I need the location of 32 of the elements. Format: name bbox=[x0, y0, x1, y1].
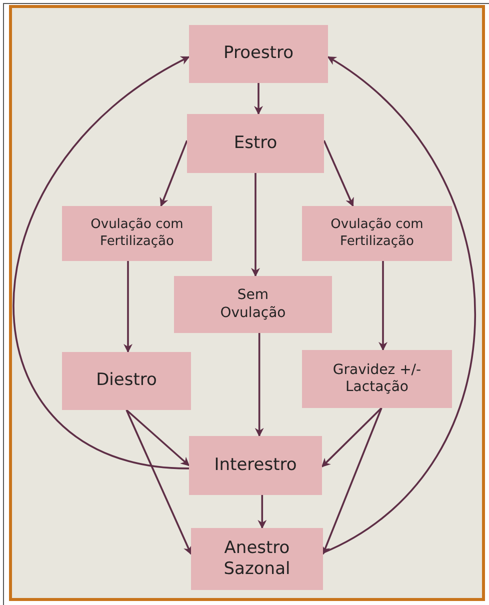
stage-box bbox=[62, 352, 191, 410]
stage-label: Gravidez +/- Lactação bbox=[332, 362, 422, 396]
stage-label: Anestro Sazonal bbox=[222, 538, 292, 580]
stage-label: Estro bbox=[234, 132, 278, 154]
arrow bbox=[126, 410, 192, 555]
stage-box bbox=[191, 528, 323, 590]
stage-box bbox=[189, 436, 322, 495]
stage-label: Diestro bbox=[96, 370, 157, 392]
arrow bbox=[322, 408, 382, 555]
arrow bbox=[254, 83, 263, 115]
arrow bbox=[321, 407, 382, 468]
stage-box bbox=[187, 114, 324, 173]
arrow bbox=[378, 261, 388, 351]
arrow bbox=[258, 495, 267, 529]
stage-box bbox=[62, 206, 212, 261]
arrow bbox=[254, 333, 264, 437]
stage-label: Sem Ovulação bbox=[219, 287, 287, 322]
stage-box bbox=[189, 25, 328, 83]
arrow bbox=[322, 56, 476, 554]
stage-box bbox=[302, 206, 452, 261]
stage-label: Ovulação com Fertilização bbox=[90, 217, 184, 250]
stage-label: Interestro bbox=[214, 454, 297, 476]
stage-box bbox=[302, 350, 452, 408]
arrow bbox=[12, 56, 190, 470]
stage-label: Ovulação com Fertilização bbox=[330, 217, 424, 250]
arrow bbox=[124, 261, 132, 353]
arrow bbox=[160, 140, 188, 207]
arrow bbox=[323, 140, 354, 207]
arrow bbox=[251, 173, 260, 277]
stage-label: Proestro bbox=[224, 43, 294, 65]
arrow bbox=[126, 409, 190, 466]
stage-box bbox=[174, 276, 332, 333]
